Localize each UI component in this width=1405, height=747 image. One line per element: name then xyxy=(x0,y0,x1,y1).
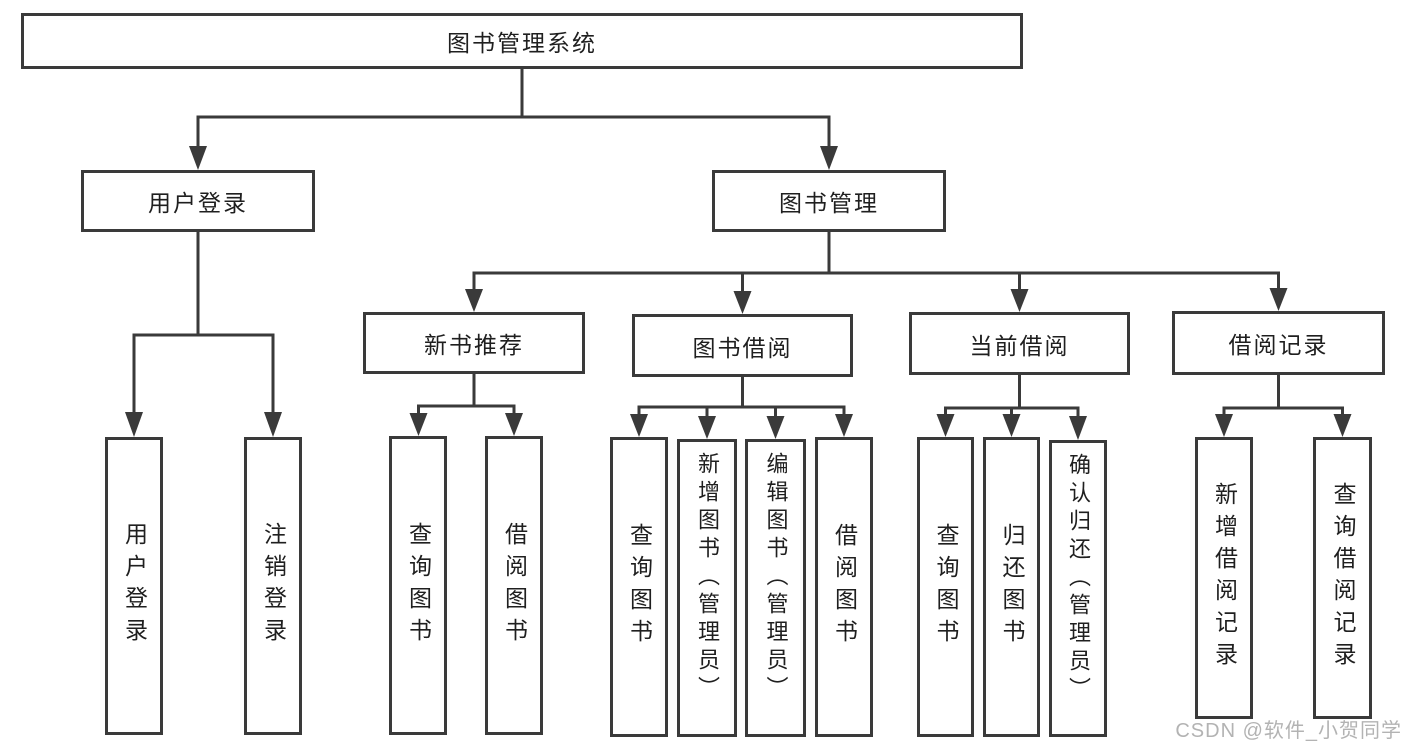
leaf-confirm-return-admin-label: 确认归还（管理员） xyxy=(1066,453,1091,705)
leaf-add-borrow-record: 新增借阅记录 xyxy=(1195,437,1253,719)
leaf-user-login-label: 用户登录 xyxy=(121,522,148,650)
node-current-borrowing: 当前借阅 xyxy=(909,312,1130,375)
csdn-watermark: CSDN @软件_小贺同学 xyxy=(1175,720,1402,742)
leaf-user-login: 用户登录 xyxy=(105,437,163,735)
leaf-add-book-admin-label: 新增图书（管理员） xyxy=(695,452,720,704)
leaf-query-book-borrowing-label: 查询图书 xyxy=(626,523,653,651)
leaf-borrow-book-borrowing-label: 借阅图书 xyxy=(831,523,858,651)
leaf-logout: 注销登录 xyxy=(244,437,302,735)
node-new-book-recommend: 新书推荐 xyxy=(363,312,585,374)
leaf-query-borrow-record-label: 查询借阅记录 xyxy=(1330,482,1356,674)
node-system-root: 图书管理系统 xyxy=(21,13,1023,69)
leaf-query-book-current: 查询图书 xyxy=(917,437,974,737)
node-book-borrowing: 图书借阅 xyxy=(632,314,853,377)
node-book-management: 图书管理 xyxy=(712,170,946,232)
leaf-add-book-admin: 新增图书（管理员） xyxy=(677,439,737,737)
leaf-borrow-book-recommend-label: 借阅图书 xyxy=(501,521,528,650)
leaf-borrow-book-borrowing: 借阅图书 xyxy=(815,437,873,737)
leaf-edit-book-admin: 编辑图书（管理员） xyxy=(745,439,806,737)
leaf-return-book: 归还图书 xyxy=(983,437,1040,737)
leaf-add-borrow-record-label: 新增借阅记录 xyxy=(1211,482,1238,674)
node-user-login: 用户登录 xyxy=(81,170,315,232)
node-borrowing-records: 借阅记录 xyxy=(1172,311,1385,375)
leaf-query-book-recommend: 查询图书 xyxy=(389,436,447,735)
leaf-query-borrow-record: 查询借阅记录 xyxy=(1313,437,1372,719)
leaf-query-book-borrowing: 查询图书 xyxy=(610,437,668,737)
leaf-edit-book-admin-label: 编辑图书（管理员） xyxy=(763,452,789,704)
leaf-confirm-return-admin: 确认归还（管理员） xyxy=(1049,440,1107,737)
leaf-borrow-book-recommend: 借阅图书 xyxy=(485,436,543,735)
leaf-logout-label: 注销登录 xyxy=(260,522,287,650)
leaf-return-book-label: 归还图书 xyxy=(999,523,1025,651)
leaf-query-book-current-label: 查询图书 xyxy=(933,523,959,651)
leaf-query-book-recommend-label: 查询图书 xyxy=(405,521,432,650)
